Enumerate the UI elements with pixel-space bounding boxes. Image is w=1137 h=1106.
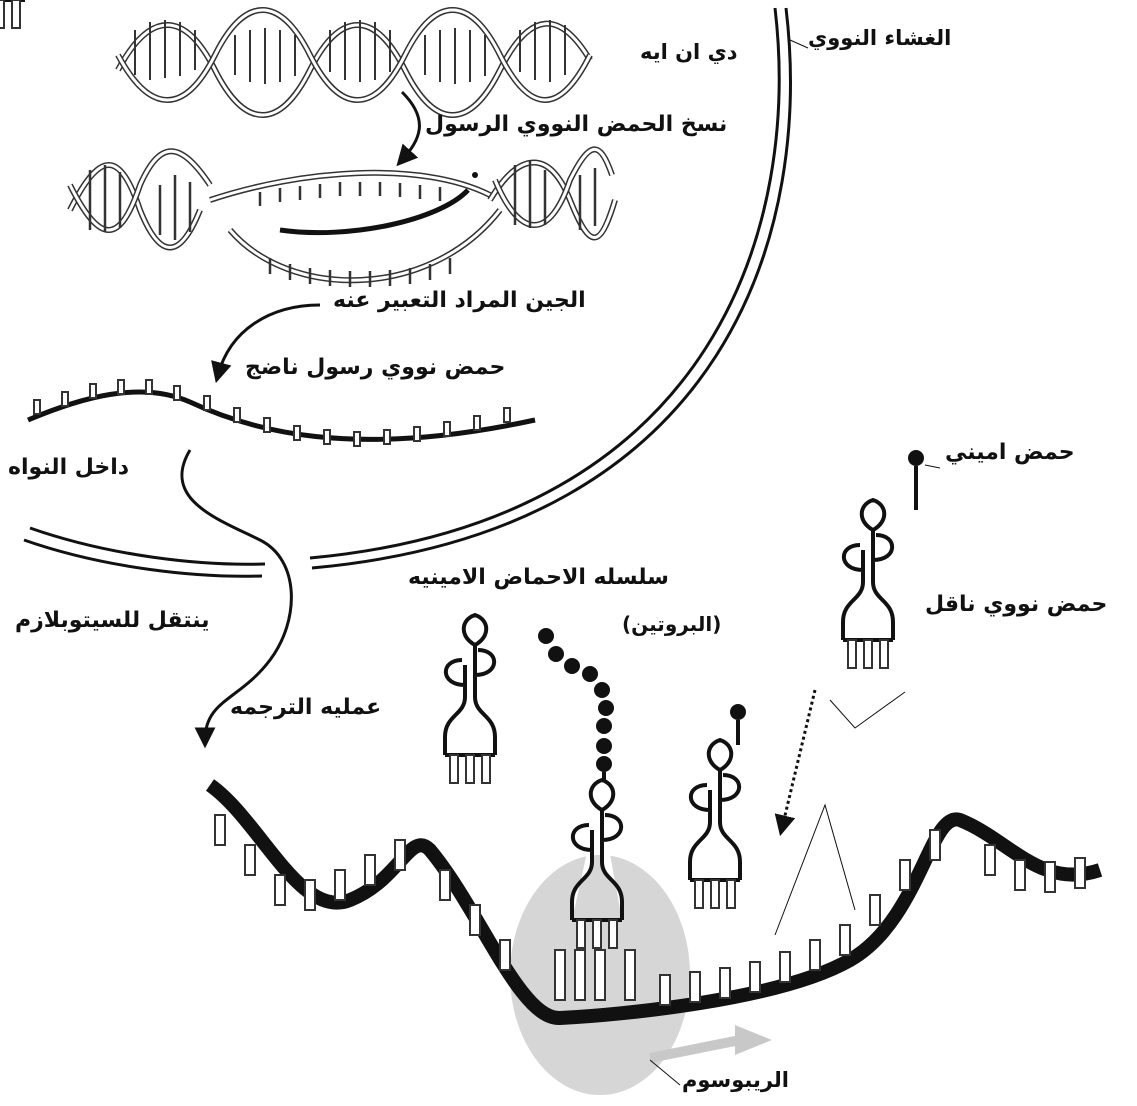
transcription-bubble bbox=[70, 149, 615, 280]
trna-ribosome-right bbox=[690, 740, 740, 908]
label-dna: دي ان ايه bbox=[640, 40, 738, 64]
protein-chain bbox=[538, 628, 614, 772]
trna-free-right bbox=[843, 500, 893, 668]
trna-floating-left bbox=[445, 615, 495, 783]
label-moves-cytoplasm: ينتقل للسيتوبلازم bbox=[15, 608, 210, 633]
label-transcription: نسخ الحمض النووي الرسول bbox=[425, 112, 727, 137]
label-mature-mrna: حمض نووي رسول ناضج bbox=[245, 355, 505, 380]
trna-template bbox=[0, 0, 25, 28]
amino-acid-free bbox=[908, 450, 924, 466]
mature-mrna-strand bbox=[28, 392, 535, 439]
arrow-transcription bbox=[402, 92, 419, 160]
amino-acid-right bbox=[730, 704, 746, 720]
label-amino-chain: سلسله الاحماض الامينيه bbox=[408, 565, 669, 590]
label-ribosome: الريبوسوم bbox=[682, 1068, 789, 1092]
label-protein: (البروتين) bbox=[622, 612, 721, 636]
label-nuclear-envelope: الغشاء النووي bbox=[808, 26, 951, 50]
label-nucleus-inside: داخل النواه bbox=[8, 455, 129, 480]
label-gene: الجين المراد التعبير عنه bbox=[333, 288, 586, 313]
label-amino-acid: حمض اميني bbox=[945, 440, 1075, 465]
arrow-trna-incoming bbox=[782, 690, 815, 828]
label-translation: عمليه الترجمه bbox=[230, 695, 381, 720]
label-trna: حمض نووي ناقل bbox=[925, 592, 1107, 617]
